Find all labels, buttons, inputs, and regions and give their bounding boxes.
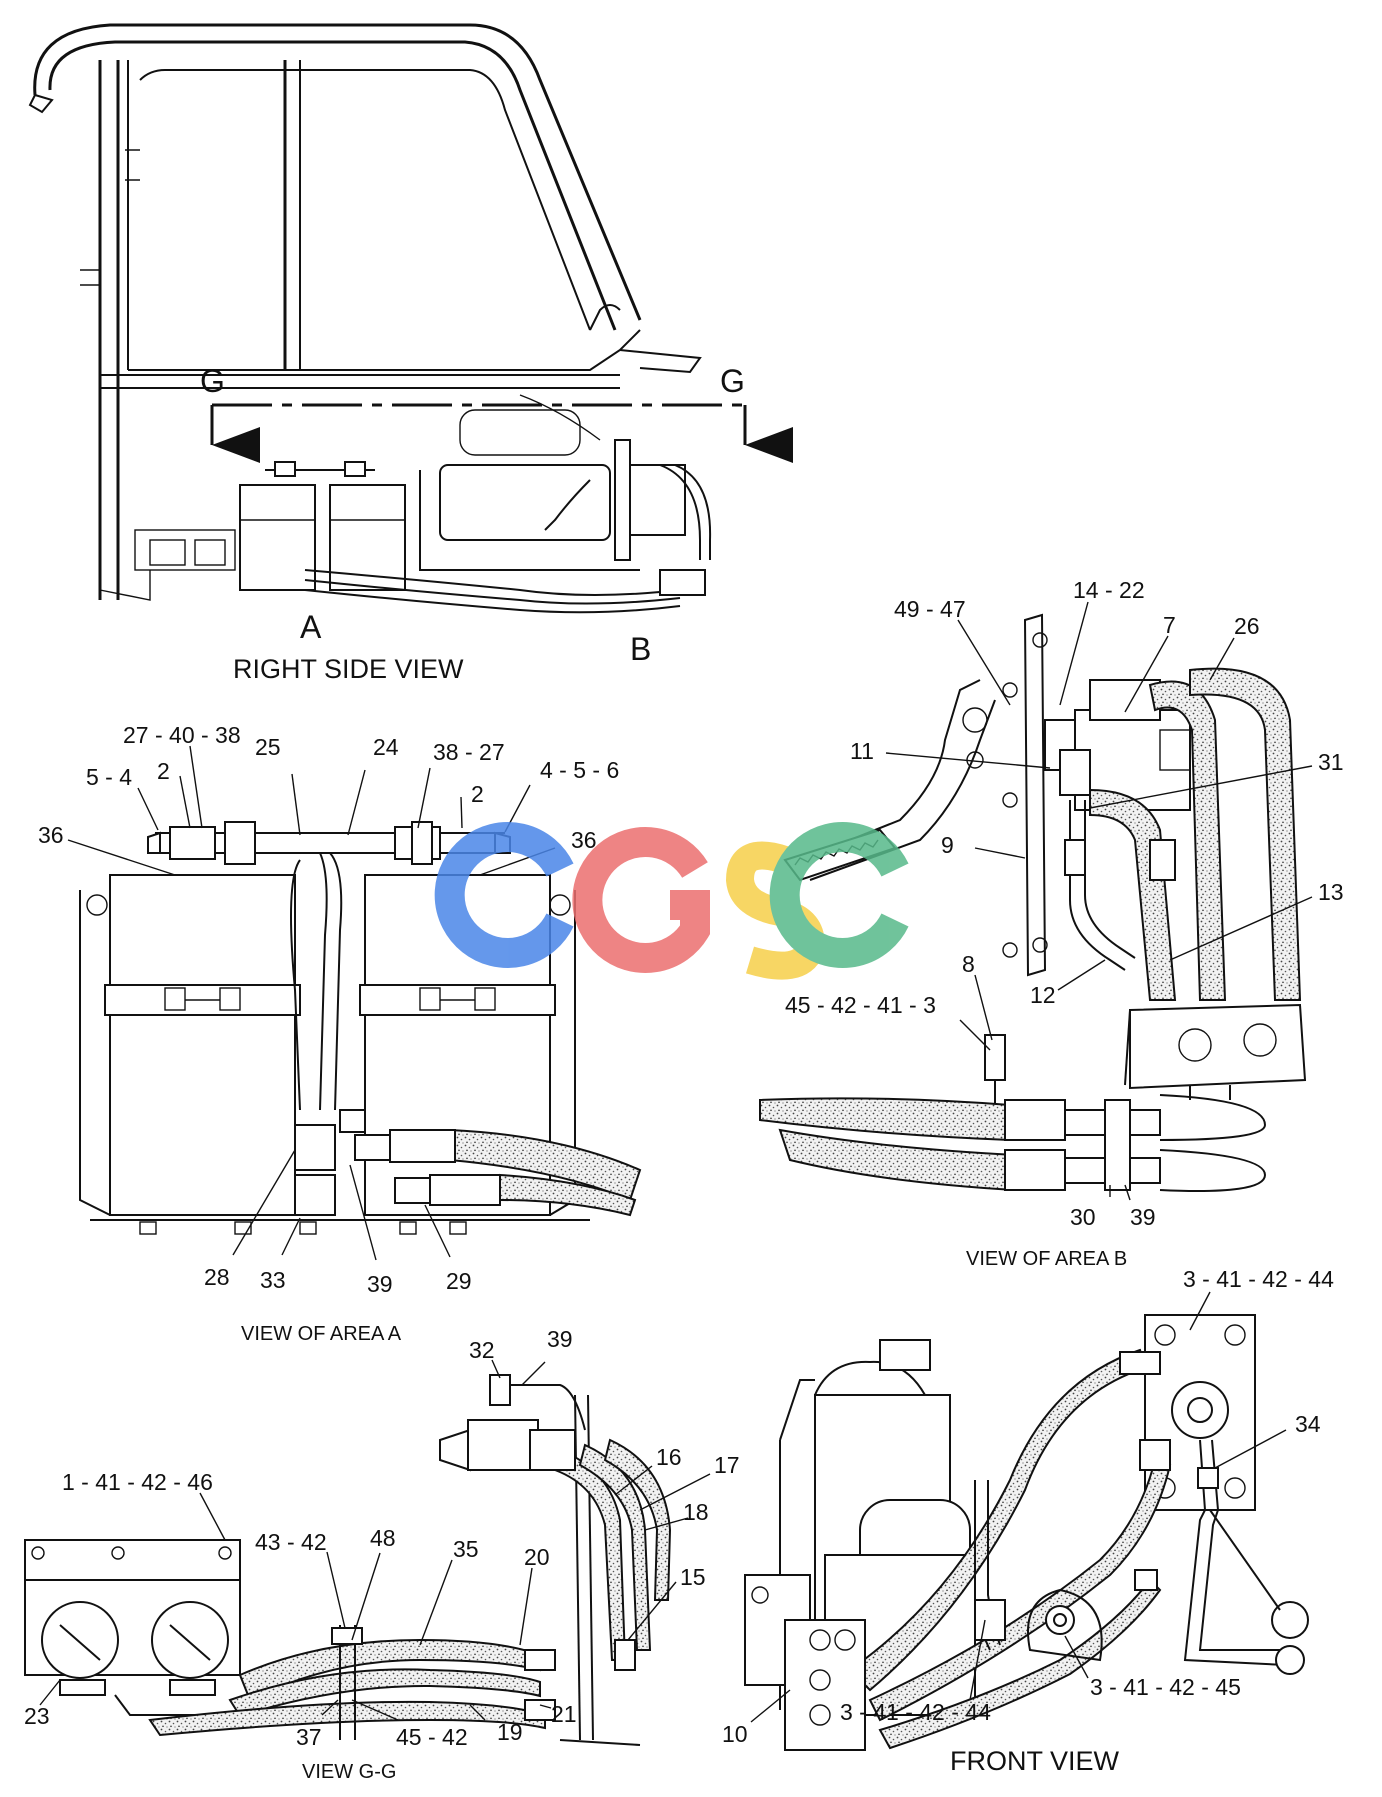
area-a-accumulators-small — [239, 461, 681, 614]
callout-8: 8 — [962, 951, 975, 977]
lower-hoses-b — [759, 1085, 1267, 1192]
area-a-leaders — [67, 745, 556, 1261]
callout-45-42: 45 - 42 — [396, 1724, 468, 1750]
front-pedal-linkage — [1183, 1439, 1309, 1675]
accumulator-left — [104, 874, 301, 1216]
callout-5-4: 5 - 4 — [86, 764, 132, 790]
callout-2-left: 2 — [157, 758, 170, 784]
hose-bracket — [1124, 1003, 1307, 1090]
callout-17: 17 — [714, 1452, 740, 1478]
g-g-caption: VIEW G-G — [302, 1761, 396, 1783]
callout-35: 35 — [453, 1536, 479, 1562]
callout-3-41-42-44-top: 3 - 41 - 42 - 44 — [1183, 1266, 1334, 1292]
front-hoses — [848, 1348, 1172, 1750]
area-b-valve-small — [544, 439, 712, 596]
callout-34: 34 — [1295, 1411, 1321, 1437]
callout-32: 32 — [469, 1337, 495, 1363]
callout-28: 28 — [204, 1264, 230, 1290]
callout-31: 31 — [1318, 749, 1344, 775]
callout-37: 37 — [296, 1724, 322, 1750]
callout-10: 10 — [722, 1721, 748, 1747]
callout-19: 19 — [497, 1719, 523, 1745]
area-b-hoses — [1064, 667, 1302, 1001]
callout-39-b: 39 — [1130, 1204, 1156, 1230]
callout-26: 26 — [1234, 613, 1260, 639]
outlet-hoses — [294, 1109, 642, 1217]
callout-13: 13 — [1318, 879, 1344, 905]
cab-rollover-frame — [28, 23, 702, 601]
callout-4-5-6: 4 - 5 - 6 — [540, 757, 619, 783]
area-a-caption: VIEW OF AREA A — [241, 1323, 402, 1345]
front-view: 3 - 41 - 42 - 44 34 3 - 41 - 42 - 45 3 -… — [722, 1266, 1334, 1776]
callout-36-right: 36 — [571, 827, 597, 853]
front-block-10 — [744, 1574, 866, 1751]
gg-hose-bundle — [148, 1625, 556, 1740]
watermark-letter-c2 — [769, 822, 909, 968]
area-b-marker: B — [630, 631, 651, 667]
callout-38-27: 38 - 27 — [433, 739, 505, 765]
view-area-b: 49 - 47 14 - 22 7 26 11 31 9 13 8 12 45 … — [759, 577, 1344, 1270]
area-a-marker: A — [300, 609, 322, 645]
front-side-bracket — [1027, 1588, 1103, 1662]
callout-27-40-38: 27 - 40 - 38 — [123, 722, 241, 748]
callout-7: 7 — [1163, 612, 1176, 638]
view-g-g: 32 39 16 17 18 15 1 - 41 - 42 - 46 43 - … — [24, 1326, 740, 1783]
watermark-letter-g — [572, 827, 710, 973]
callout-2-right: 2 — [471, 781, 484, 807]
right-side-view: G G — [28, 23, 793, 684]
watermark-letter-c1 — [434, 822, 574, 968]
callout-20: 20 — [524, 1544, 550, 1570]
callout-16: 16 — [656, 1444, 682, 1470]
callout-30: 30 — [1070, 1204, 1096, 1230]
area-b-leaders — [885, 601, 1313, 1201]
callout-9: 9 — [941, 832, 954, 858]
callout-33: 33 — [260, 1267, 286, 1293]
callout-12: 12 — [1030, 982, 1056, 1008]
callout-23: 23 — [24, 1703, 50, 1729]
callout-3-41-42-45: 3 - 41 - 42 - 45 — [1090, 1674, 1241, 1700]
top-tube-assembly — [147, 821, 511, 1111]
callout-24: 24 — [373, 734, 399, 760]
view-area-a: 27 - 40 - 38 25 24 38 - 27 5 - 4 2 2 4 -… — [38, 722, 642, 1345]
callout-11: 11 — [850, 738, 874, 764]
front-leaders — [750, 1291, 1287, 1723]
front-view-caption: FRONT VIEW — [950, 1746, 1120, 1776]
callout-36-left: 36 — [38, 822, 64, 848]
cgsc-watermark-logo — [434, 822, 909, 980]
callout-45-42-41-3: 45 - 42 - 41 - 3 — [785, 992, 936, 1018]
callout-25: 25 — [255, 734, 281, 760]
callout-39: 39 — [367, 1271, 393, 1297]
accumulator-end-view — [24, 1539, 241, 1716]
area-b-caption: VIEW OF AREA B — [966, 1248, 1127, 1270]
callout-39-gg: 39 — [547, 1326, 573, 1352]
callout-49-47: 49 - 47 — [894, 596, 966, 622]
gg-valve-riser — [439, 1374, 672, 1746]
section-label-left: G — [200, 363, 225, 399]
callout-3-41-42-44-bottom: 3 - 41 - 42 - 44 — [840, 1699, 991, 1725]
section-line-g-g: G G — [200, 363, 793, 463]
callout-14-22: 14 - 22 — [1073, 577, 1145, 603]
callout-43-42: 43 - 42 — [255, 1529, 327, 1555]
callout-1-41-42-46: 1 - 41 - 42 - 46 — [62, 1469, 213, 1495]
section-label-right: G — [720, 363, 745, 399]
callout-48: 48 — [370, 1525, 396, 1551]
lower-compartment — [134, 394, 640, 571]
callout-21: 21 — [551, 1701, 577, 1727]
callout-29: 29 — [446, 1268, 472, 1294]
callout-15: 15 — [680, 1564, 706, 1590]
callout-18: 18 — [683, 1499, 709, 1525]
right-side-view-caption: RIGHT SIDE VIEW — [233, 654, 464, 684]
gg-leaders — [39, 1359, 711, 1721]
